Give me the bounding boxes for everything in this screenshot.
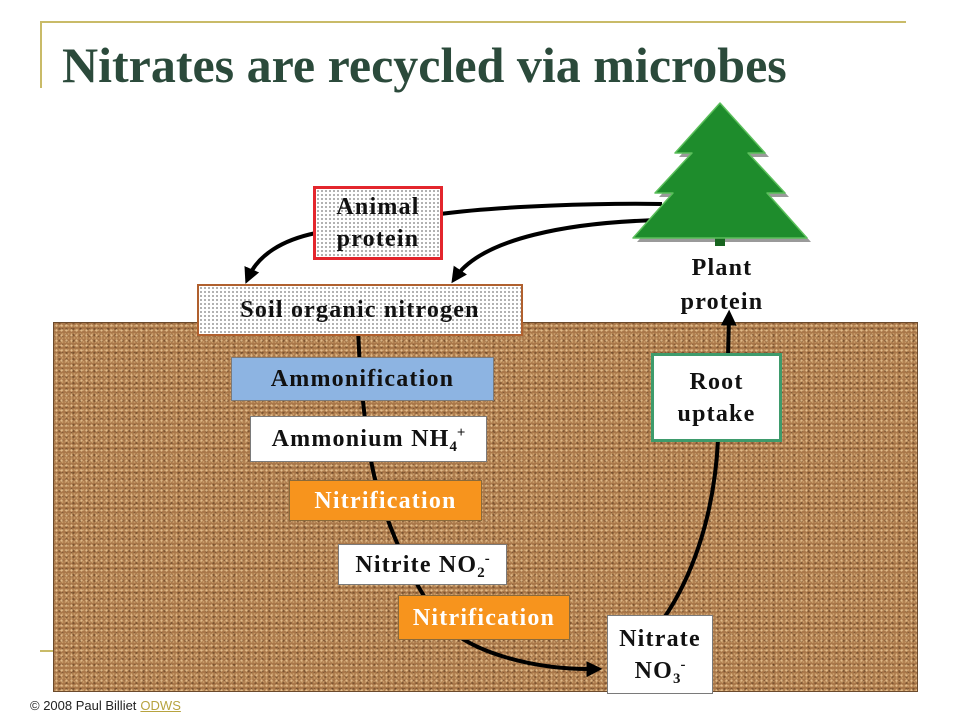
ammonification-label: Ammonification <box>270 366 455 392</box>
nitrite-box: Nitrite NO2- <box>338 544 507 585</box>
nitrate-box: Nitrate NO3- <box>607 615 713 694</box>
animal-protein-line-1: Animal <box>336 194 420 220</box>
nitrate-text: NO <box>634 657 673 684</box>
nitrate-name: Nitrate <box>619 625 701 652</box>
root-uptake-line-2: uptake <box>677 400 756 427</box>
nitrite-label: Nitrite NO2- <box>355 549 489 581</box>
nitrate-superscript: - <box>680 656 686 673</box>
animal-protein-line-2: protein <box>336 226 420 252</box>
tree-crown <box>632 102 808 239</box>
ammonification-box: Ammonification <box>231 357 494 401</box>
soil-organic-nitrogen-label: Soil organic nitrogen <box>240 297 480 323</box>
frame-line-bottom <box>40 650 54 652</box>
ammonium-box: Ammonium NH4+ <box>250 416 487 462</box>
nitrification-label-1: Nitrification <box>314 487 457 514</box>
nitrification-label-2: Nitrification <box>412 604 556 631</box>
slide-title: Nitrates are recycled via microbes <box>62 37 787 93</box>
root-uptake-box: Root uptake <box>651 353 782 442</box>
frame-line-top <box>40 21 906 23</box>
root-uptake-line-1: Root <box>689 368 744 395</box>
animal-protein-box: Animal protein <box>313 186 443 260</box>
arrow-animal-to-soil-nitrogen <box>244 231 317 284</box>
odws-link[interactable]: ODWS <box>140 698 181 713</box>
ammonium-label: Ammonium NH4+ <box>272 423 466 455</box>
nitrate-subscript: 3 <box>673 670 681 687</box>
ammonium-subscript: 4 <box>449 439 457 456</box>
nitrite-superscript: - <box>484 550 490 567</box>
plant-protein-line-2: protein <box>680 289 764 315</box>
frame-line-left <box>40 21 42 88</box>
nitrate-formula: NO3- <box>635 655 686 687</box>
nitrite-text: Nitrite NO <box>355 551 478 578</box>
plant-protein-label: Plant protein <box>662 251 782 319</box>
ammonium-text: Ammonium NH <box>271 426 450 452</box>
ammonium-superscript: + <box>456 425 466 442</box>
copyright-text: © 2008 Paul Billiet <box>30 698 137 713</box>
nitrification-box-1: Nitrification <box>289 480 482 521</box>
nitrite-subscript: 2 <box>477 564 485 581</box>
pine-tree-icon <box>632 102 811 246</box>
nitrification-box-2: Nitrification <box>398 595 570 640</box>
tree-trunk <box>715 234 725 246</box>
soil-organic-nitrogen-box: Soil organic nitrogen <box>197 284 523 336</box>
plant-protein-line-1: Plant <box>691 255 753 281</box>
